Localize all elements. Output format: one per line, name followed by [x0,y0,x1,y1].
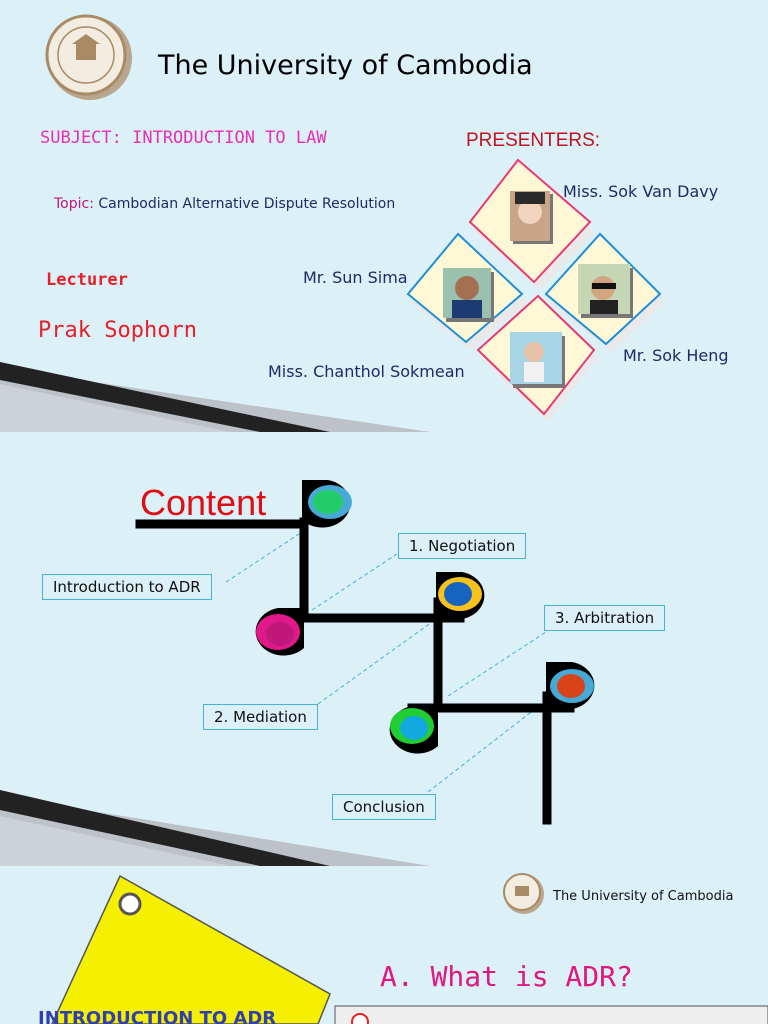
presenter-name-sokmean: Miss. Chanthol Sokmean [268,362,465,381]
slide1-graphics [0,14,664,432]
lecturer-name: Prak Sophorn [38,318,197,343]
content-diagram [0,480,595,866]
content-title: Content [140,482,267,523]
item-arbitration[interactable]: 3. Arbitration [544,605,666,631]
presenter-diamond-heng [544,232,664,352]
topic-value: Cambodian Alternative Dispute Resolution [98,196,396,212]
presenter-diamond-sokmean [476,294,598,422]
header-university-title: The University of Cambodia [553,889,734,904]
slide-what-is-adr: The University of Cambodia A. What is AD… [0,868,768,1024]
item-mediation[interactable]: 2. Mediation [203,704,318,730]
small-university-logo [503,873,544,914]
topic-label: Topic: [54,196,94,212]
slide-title: The University of Cambodia SUBJECT: INTR… [0,0,768,432]
node-cyan [389,706,438,754]
presenter-name-sima: Mr. Sun Sima [303,268,408,287]
slide-content: Content Introduction to ADR 1. Negotiati… [0,434,768,866]
node-magenta [255,608,304,656]
node-orange [546,662,595,710]
slide3-graphics [51,873,768,1024]
university-logo [45,14,132,100]
presenter-diamond-davy [468,158,595,290]
presenters-heading: PRESENTERS: [466,130,601,151]
lecturer-label: Lecturer [46,270,128,290]
node-green [302,480,352,528]
presenter-name-davy: Miss. Sok Van Davy [563,182,719,201]
what-is-adr-heading: A. What is ADR? [380,960,633,993]
topic-line: Topic: Cambodian Alternative Dispute Res… [54,196,395,212]
item-introduction[interactable]: Introduction to ADR [42,574,212,600]
university-title: The University of Cambodia [158,50,533,81]
presenter-name-heng: Mr. Sok Heng [623,346,729,365]
intro-adr-heading: INTRODUCTION TO ADR [38,1008,277,1024]
subject-line: SUBJECT: INTRODUCTION TO LAW [40,128,327,148]
node-yellow [436,572,485,620]
item-negotiation[interactable]: 1. Negotiation [398,533,527,559]
presenter-diamond-sima [406,232,528,350]
item-conclusion[interactable]: Conclusion [332,794,436,820]
